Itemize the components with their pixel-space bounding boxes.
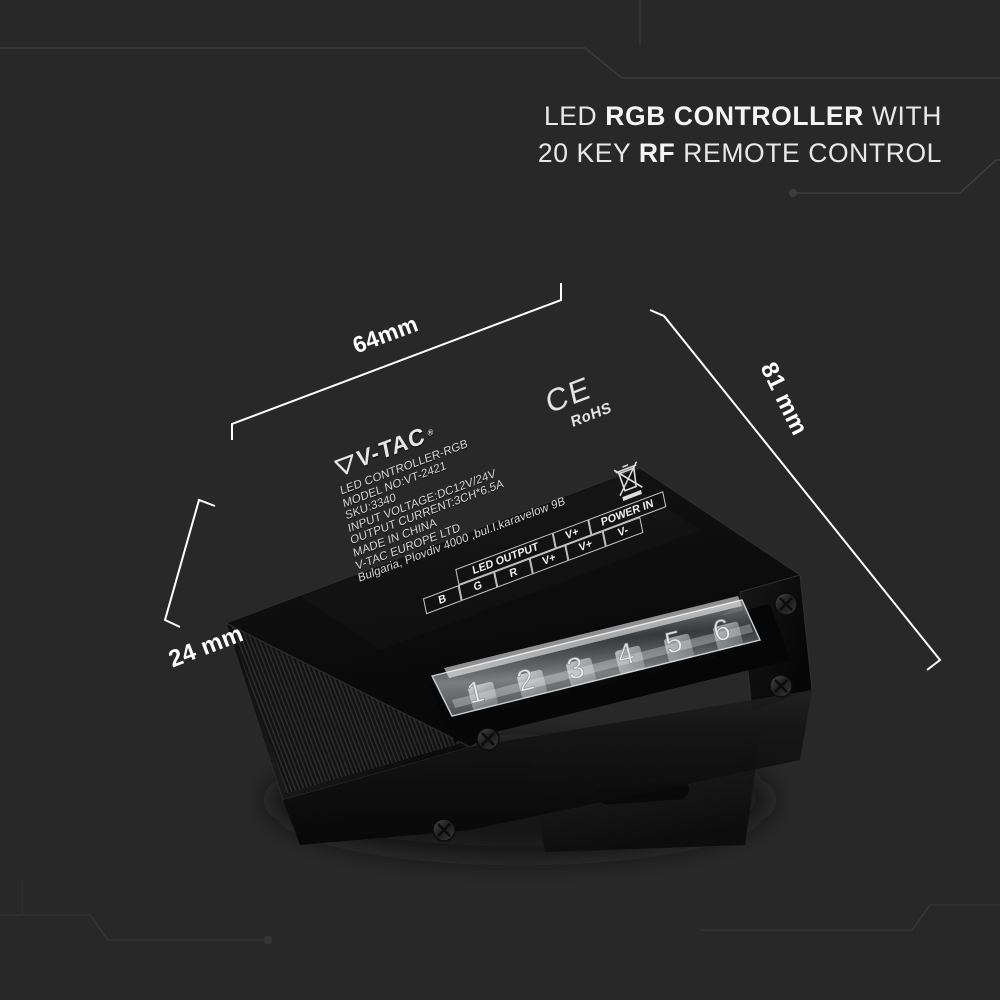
label-line-7: Bulgaria, Plovdiv 4000 ,bul.I.karavelow … (357, 494, 567, 586)
label-line-1: MODEL NO:VT-2421 (341, 458, 448, 511)
dimension-label-height: 24 mm (165, 620, 248, 674)
terminal-number-1: 1 (464, 675, 488, 711)
legend-pin-b: B (422, 585, 462, 615)
screw-rear-left (432, 818, 456, 842)
screw-front-right (774, 592, 798, 616)
terminal-clear-cover: 1 2 3 4 5 6 (430, 596, 761, 717)
screw-front-left (476, 727, 500, 751)
legend-pin-vplus-led: V+ (529, 545, 569, 575)
headline: LED RGB CONTROLLER WITH 20 KEY RF REMOTE… (538, 98, 942, 172)
dimension-label-width: 64mm (349, 310, 422, 359)
vtac-brand-text: V-TAC (354, 421, 428, 473)
dimension-line-24mm (163, 498, 216, 628)
legend-pin-vminus-power: V- (602, 516, 644, 547)
legend-led-vplus-header: V+ (552, 519, 592, 549)
terminal-number-5: 5 (662, 625, 686, 661)
registered-mark: ® (426, 426, 436, 439)
terminal-number-4: 4 (614, 637, 638, 673)
headline-line-2: 20 KEY RF REMOTE CONTROL (537, 138, 942, 169)
legend-pin-g: G (458, 571, 498, 602)
trace-node-dot-2 (263, 935, 273, 945)
legend-led-output-header: LED OUTPUT (455, 532, 556, 586)
dimension-label-length: 81 mm (754, 358, 813, 440)
terminal-screws-row (468, 621, 743, 711)
terminal-recess (430, 604, 790, 742)
legend-pin-row: B G R V+ V+ V- (422, 516, 644, 615)
headline-line-1: LED RGB CONTROLLER WITH (543, 101, 942, 131)
legend-pin-vplus-power: V+ (565, 530, 606, 561)
housing-end-plate-right (739, 574, 813, 713)
housing-top-face (224, 467, 802, 748)
housing-front-face (283, 690, 812, 845)
legend-group-row: LED OUTPUT V+ POWER IN (455, 491, 667, 586)
screw-rear-right (769, 674, 793, 698)
vtac-logo: V-TAC ® (333, 304, 741, 482)
legend-pin-r: R (494, 558, 533, 588)
product-shadow (270, 744, 770, 856)
terminal-number-6: 6 (710, 613, 734, 649)
product-label-print: V-TAC ® LED CONTROLLER-RGB MODEL NO:VT-2… (333, 304, 782, 683)
legend-power-in-header: POWER IN (588, 491, 667, 536)
label-line-0: LED CONTROLLER-RGB (339, 436, 469, 498)
terminal-number-2: 2 (514, 663, 538, 699)
bracket-slot-hole (597, 779, 689, 805)
vtac-triangle-icon (333, 452, 354, 475)
trace-node-dot (789, 189, 797, 197)
housing-left-side (225, 551, 471, 801)
weee-bin-icon (613, 461, 643, 502)
terminal-number-3: 3 (564, 651, 588, 687)
housing-screws (432, 592, 798, 842)
certification-marks: CE RoHS (543, 365, 614, 438)
dimension-line-81mm (649, 309, 942, 671)
heatsink-fins (230, 557, 466, 793)
dimension-line-64mm (231, 283, 562, 440)
mounting-bracket (527, 722, 762, 852)
